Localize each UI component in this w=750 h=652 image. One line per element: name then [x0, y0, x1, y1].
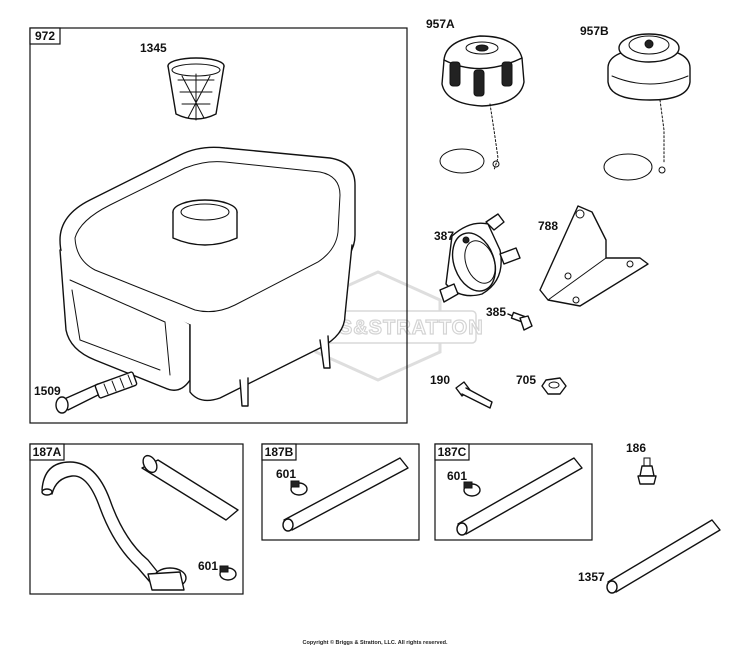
label-186: 186: [626, 441, 646, 455]
hose-clamp-601a[interactable]: [219, 565, 237, 581]
label-601c: 601: [447, 469, 467, 483]
box-label-972: 972: [35, 29, 55, 43]
copyright-notice: Copyright © Briggs & Stratton, LLC. All …: [302, 640, 448, 646]
label-1509: 1509: [34, 384, 61, 398]
fuel-line-1357[interactable]: [606, 519, 721, 594]
fuel-cap-957b[interactable]: [603, 33, 691, 181]
box-label-187a: 187A: [33, 445, 62, 459]
label-601a: 601: [198, 559, 218, 573]
fuel-cap-957a[interactable]: [439, 35, 525, 174]
fuel-strainer-1345[interactable]: [167, 57, 225, 121]
label-190: 190: [430, 373, 450, 387]
label-601b: 601: [276, 467, 296, 481]
hose-clamp-601b[interactable]: [290, 480, 308, 496]
box-label-187b: 187B: [265, 445, 294, 459]
label-387: 387: [434, 229, 454, 243]
box-187c: 187C: [434, 443, 593, 541]
hose-clamp-601c[interactable]: [463, 481, 481, 497]
screw-385[interactable]: [507, 311, 533, 331]
box-label-187c: 187C: [438, 445, 467, 459]
label-957b: 957B: [580, 24, 609, 38]
formed-fuel-line-187a[interactable]: [41, 453, 239, 591]
bracket-788[interactable]: [539, 205, 649, 307]
label-705: 705: [516, 373, 536, 387]
label-385: 385: [486, 305, 506, 319]
label-957a: 957A: [426, 17, 455, 31]
shutoff-valve-1509[interactable]: [55, 371, 138, 414]
label-1345: 1345: [140, 41, 167, 55]
fuel-tank[interactable]: [59, 146, 356, 407]
bolt-190[interactable]: [455, 381, 493, 409]
fuel-line-187b[interactable]: [282, 457, 409, 532]
nut-705[interactable]: [541, 377, 567, 395]
box-972: 972: [29, 27, 408, 424]
fitting-186[interactable]: [637, 457, 657, 485]
fuel-pump-387[interactable]: [439, 213, 521, 303]
label-788: 788: [538, 219, 558, 233]
box-187b: 187B: [261, 443, 420, 541]
box-187a: 187A: [29, 443, 244, 595]
fuel-line-187c[interactable]: [456, 457, 583, 536]
label-1357: 1357: [578, 570, 605, 584]
